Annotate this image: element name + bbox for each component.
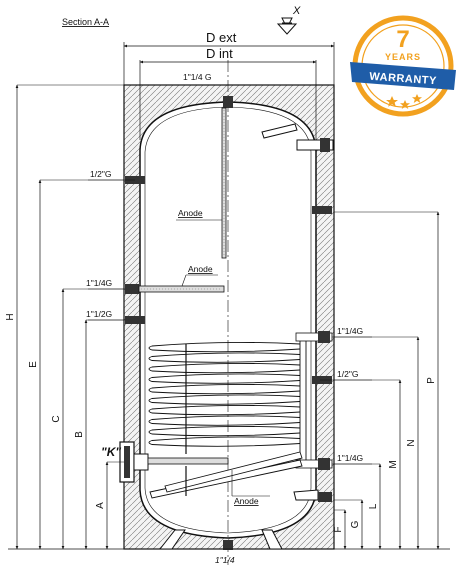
right-connection-leaders <box>320 336 372 465</box>
d-ext-label: D ext <box>206 30 237 45</box>
dimension-a-label: A <box>95 502 106 509</box>
section-title: Section A-A <box>62 17 109 27</box>
dimension-g-label: G <box>350 520 361 528</box>
left-anode-port-label: 1"1/4G <box>86 278 112 288</box>
dimension-b-label: B <box>74 431 85 438</box>
right-coil-bottom-label: 1"1/4G <box>337 453 363 463</box>
left-coil-port-label: 1"1/2G <box>86 309 112 319</box>
heating-coil <box>148 341 301 454</box>
left-connection-leaders <box>88 179 135 321</box>
star-icon <box>386 96 398 107</box>
diameter-dimensions <box>123 42 335 140</box>
view-arrow-label: X <box>292 5 301 17</box>
dimension-p-label: P <box>426 377 437 384</box>
left-coil-port <box>125 316 145 324</box>
dimension-f-label: F <box>333 526 344 532</box>
dimension-l-label: L <box>368 503 379 509</box>
top-anode: Anode <box>176 107 227 259</box>
right-coil-top-label: 1"1/4G <box>337 326 363 336</box>
warranty-badge: 7 YEARS WARRANTY <box>350 15 456 117</box>
dimension-m-label: M <box>388 460 399 468</box>
middle-anode: Anode <box>125 264 225 294</box>
top-connection-label: 1"1/4 G <box>183 72 212 82</box>
top-connection: 1"1/4 G <box>183 72 233 108</box>
badge-ribbon <box>350 62 456 90</box>
badge-years: YEARS <box>385 52 421 62</box>
bottom-anode-label: Anode <box>234 496 259 506</box>
left-height-dimensions: H E C B A <box>5 84 450 550</box>
dimension-h-label: H <box>5 313 16 320</box>
top-anode-label: Anode <box>178 208 203 218</box>
badge-number: 7 <box>396 26 409 53</box>
badge-stars <box>386 94 422 109</box>
flange-k-label: "K" <box>101 445 121 459</box>
bottom-right-outlet <box>293 489 332 502</box>
badge-warranty: WARRANTY <box>369 71 437 88</box>
dimension-c-label: C <box>51 415 62 422</box>
star-icon <box>400 100 410 109</box>
right-height-dimensions: P N M L GF <box>333 211 440 550</box>
star-icon <box>412 94 422 103</box>
view-direction-arrow: X <box>276 5 301 35</box>
right-half-inch-label: 1/2"G <box>337 369 358 379</box>
dimension-e-label: E <box>28 361 39 368</box>
flange-k: "K" <box>101 441 229 483</box>
bottom-connection-label: 1"1/4 <box>215 555 235 565</box>
bottom-connection: 1"1/4 <box>215 540 235 565</box>
dimension-n-label: N <box>406 439 417 446</box>
middle-anode-label: Anode <box>188 264 213 274</box>
bottom-inclined-tubes: Anode <box>149 451 303 506</box>
left-half-inch-label: 1/2"G <box>90 169 111 179</box>
right-sensor-port-upper <box>312 206 332 214</box>
d-int-label: D int <box>206 46 233 61</box>
right-top-pipe <box>261 123 334 152</box>
